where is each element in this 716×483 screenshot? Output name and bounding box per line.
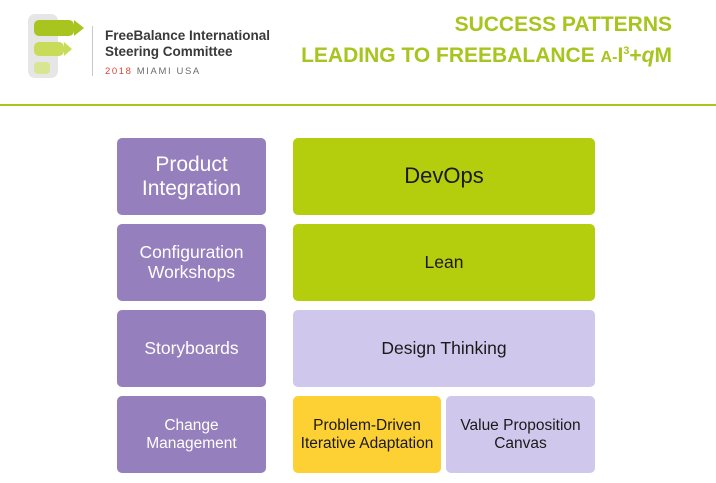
tile-storyboards: Storyboards <box>117 310 266 387</box>
title-plus: + <box>629 44 642 67</box>
tile-value-proposition-canvas: Value Proposition Canvas <box>446 396 595 473</box>
title-superscript: 3 <box>623 45 630 57</box>
title-line1: SUCCESS PATTERNS <box>454 13 672 36</box>
event-info: 2018 MIAMI USA <box>105 66 201 77</box>
title-line2: LEADING TO FREEBALANCE A-I3+qM <box>301 38 672 71</box>
tile-design-thinking: Design Thinking <box>293 310 595 387</box>
org-name-line1: FreeBalance International <box>105 28 271 43</box>
title-a: A- <box>600 49 618 66</box>
freebalance-logo <box>28 14 84 78</box>
event-place: MIAMI USA <box>136 66 201 77</box>
title-q: q <box>641 44 655 67</box>
header-rule <box>0 104 716 106</box>
title-m: M <box>654 44 673 67</box>
tile-change-management: Change Management <box>117 396 266 473</box>
tile-problem-driven-iterative-adaptation: Problem-Driven Iterative Adaptation <box>293 396 441 473</box>
event-year: 2018 <box>105 66 133 77</box>
header-divider <box>92 26 93 76</box>
title-line2-main: LEADING TO FREEBALANCE <box>301 44 601 67</box>
tile-devops: DevOps <box>293 138 595 215</box>
title-i: I <box>617 44 624 67</box>
tile-lean: Lean <box>293 224 595 301</box>
slide-title: SUCCESS PATTERNS LEADING TO FREEBALANCE … <box>301 12 672 71</box>
tile-product-integration: Product Integration <box>117 138 266 215</box>
tile-configuration-workshops: Configuration Workshops <box>117 224 266 301</box>
org-name-line2: Steering Committee <box>105 44 233 59</box>
organization-name: FreeBalance International Steering Commi… <box>105 28 270 60</box>
